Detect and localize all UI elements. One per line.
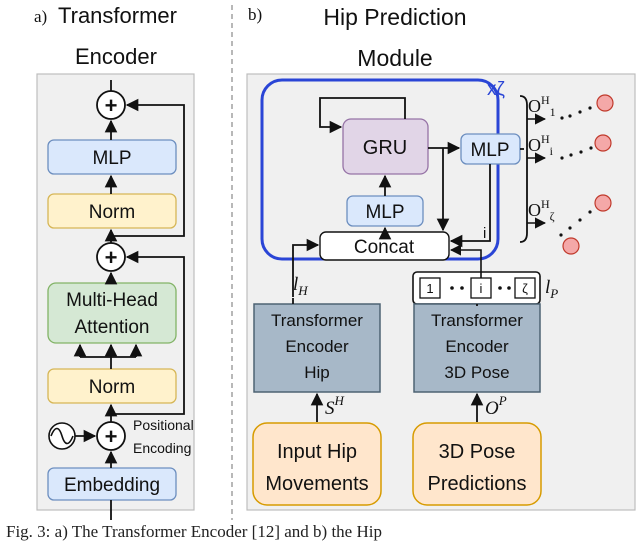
input-hip-line2: Movements: [265, 473, 368, 495]
panel-a-label: a): [34, 7, 47, 26]
inner-mlp-label: MLP: [365, 202, 404, 223]
predicted-hip-points: [562, 94, 614, 255]
gru-label: GRU: [363, 137, 407, 159]
norm-bottom-label: Norm: [89, 377, 135, 398]
sinusoid-icon: [48, 422, 76, 450]
output-arrows: [527, 113, 547, 229]
module-arrows: [292, 97, 524, 297]
l-p-label: lP: [545, 277, 558, 301]
output-i-label: OHi: [528, 132, 554, 158]
hip-point-zeta: [562, 237, 580, 255]
gru-block: [342, 118, 429, 175]
bottom-adder-symbol: +: [105, 424, 118, 449]
hip-encoder-block: [253, 303, 381, 393]
encoder-arrows: [292, 298, 484, 422]
embedding-block: [47, 467, 177, 501]
repeat-count-label: xζ: [487, 79, 506, 100]
middle-adder-symbol: +: [105, 245, 118, 270]
figure-caption: Fig. 3: a) The Transformer Encoder [12] …: [6, 522, 382, 541]
concat-label: Concat: [354, 237, 415, 258]
output-bracket: [519, 95, 528, 243]
token-box-zeta-label: ζ: [522, 281, 528, 296]
hip-encoder-line3: Hip: [304, 363, 330, 382]
embedding-label: Embedding: [64, 475, 160, 496]
o-p-label: OP: [485, 393, 507, 419]
pose-predictions-block: [412, 422, 542, 506]
panel-a-title-line2: Encoder: [75, 44, 157, 69]
pose-predictions-line1: 3D Pose: [439, 441, 516, 463]
mlp-block: [47, 139, 177, 175]
token-box-1-label: 1: [426, 281, 433, 296]
hip-point-i: [594, 134, 612, 152]
pose-predictions-line2: Predictions: [428, 473, 527, 495]
hip-encoder-line2: Encoder: [285, 337, 349, 356]
predicted-trajectories: [559, 106, 593, 237]
positional-label-line1: Positional: [133, 417, 194, 433]
token-box-1: [419, 277, 441, 299]
output-1-label: OH1: [528, 93, 556, 119]
input-hip-line1: Input Hip: [277, 441, 357, 463]
top-adder-symbol: +: [105, 93, 118, 118]
norm-top-block: [47, 193, 177, 229]
pose-encoder-line3: 3D Pose: [444, 363, 509, 382]
panel-a-title-line1: Transformer: [58, 3, 177, 28]
norm-bottom-block: [47, 368, 177, 404]
token-box-zeta: [514, 277, 536, 299]
concat-index-label: i: [483, 225, 486, 242]
output-labels: OH1 OHi OHζ: [528, 93, 556, 223]
pose-encoder-block: [413, 303, 541, 393]
hip-point-1: [596, 94, 614, 112]
s-h-label: SH: [325, 393, 345, 419]
panel-b-hip-prediction: b) Hip Prediction Module xζ GRU MLP Conc…: [246, 4, 636, 511]
panel-a-transformer-encoder: a) Transformer Encoder + MLP Norm + Mult…: [34, 3, 195, 520]
output-zeta-label: OHζ: [528, 197, 555, 223]
token-i-to-concat-arrow: [449, 244, 482, 278]
panel-b-title-line1: Hip Prediction: [323, 4, 466, 30]
hip-encoder-line1: Transformer: [271, 311, 363, 330]
hip-point-zeta-far: [594, 194, 612, 212]
mha-label-line2: Attention: [75, 317, 150, 338]
token-box-i-label: i: [480, 281, 483, 296]
l-h-label: lH: [293, 274, 308, 298]
pose-encoder-line2: Encoder: [445, 337, 509, 356]
pose-encoder-line1: Transformer: [431, 311, 523, 330]
output-mlp-label: MLP: [470, 140, 509, 161]
panel-b-label: b): [248, 5, 262, 24]
positional-label-line2: Encoding: [133, 440, 191, 456]
panel-b-title-line2: Module: [357, 45, 432, 71]
mlp-block-label: MLP: [92, 148, 131, 169]
norm-top-label: Norm: [89, 202, 135, 223]
panel-a-arrows: [73, 80, 185, 520]
mha-label-line1: Multi-Head: [66, 290, 158, 311]
input-hip-block: [252, 422, 382, 506]
